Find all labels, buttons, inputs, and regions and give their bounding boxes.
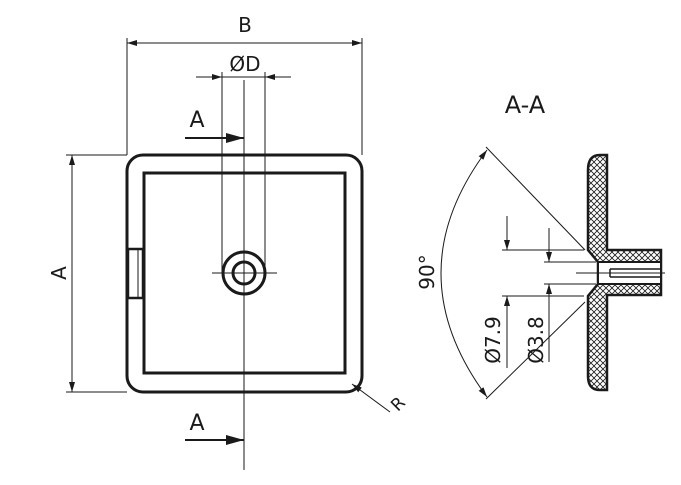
dimension-a-label: A	[47, 266, 71, 280]
front-view	[66, 38, 391, 470]
side-tab	[126, 247, 145, 300]
angle-arc	[440, 149, 488, 398]
section-title: A-A	[505, 91, 546, 119]
radius-label: R	[387, 393, 410, 416]
dimension-b-label: B	[238, 13, 252, 37]
section-label-top: A	[189, 108, 204, 133]
section-view	[440, 146, 665, 400]
radius-leader	[351, 383, 391, 413]
angle-label: 90°	[415, 254, 439, 289]
dia-outer-label: Ø7.9	[481, 316, 505, 364]
dimension-d-label: ØD	[229, 52, 260, 76]
dia-inner-label: Ø3.8	[524, 316, 548, 364]
section-label-bottom: A	[189, 411, 204, 436]
